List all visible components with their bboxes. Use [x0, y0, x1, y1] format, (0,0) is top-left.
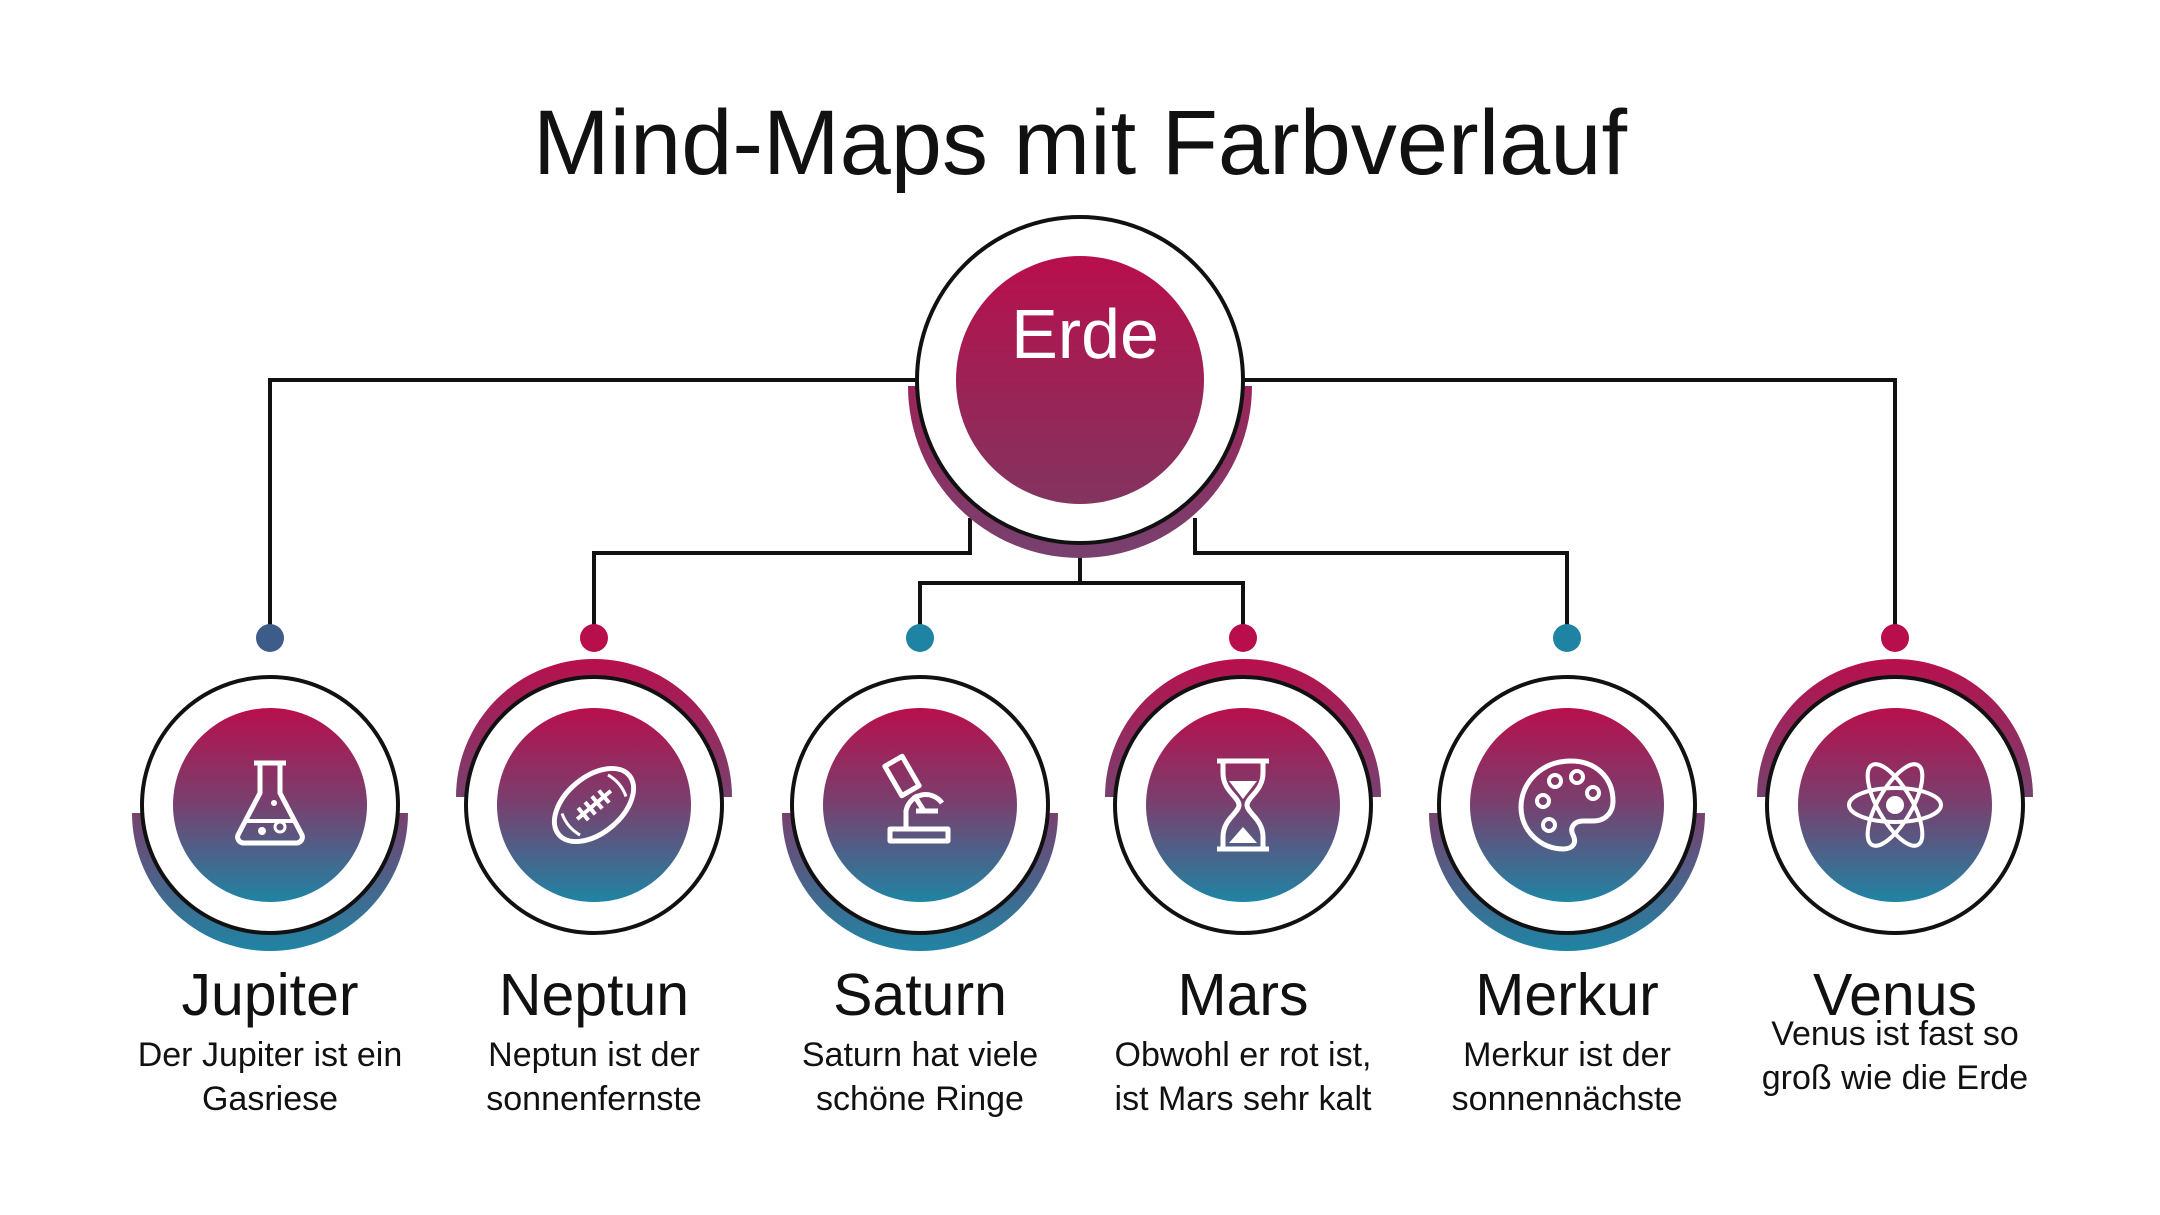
- palette-icon: [1518, 758, 1616, 852]
- connector-dot-saturn: [906, 624, 934, 652]
- child-title-venus: Venus: [1812, 962, 1978, 1028]
- child-arc-neptun: [456, 659, 732, 797]
- child-desc-jupiter: Der Jupiter ist ein Gasriese: [137, 1036, 403, 1118]
- child-node-jupiter: [132, 624, 408, 951]
- flask-icon: [235, 760, 305, 846]
- football-icon: [551, 765, 637, 845]
- child-node-mars: [1105, 624, 1381, 935]
- connector-dot-venus: [1881, 624, 1909, 652]
- child-node-neptun: [456, 624, 732, 935]
- child-arc-venus: [1757, 659, 2033, 797]
- child-desc-neptun: Neptun ist der sonnenfernste: [486, 1036, 702, 1118]
- child-arc-saturn: [782, 813, 1058, 951]
- child-desc-merkur: Merkur ist der sonnennächste: [1451, 1036, 1683, 1118]
- child-desc-saturn: Saturn hat viele schöne Ringe: [801, 1036, 1039, 1118]
- child-desc-venus: Venus ist fast so groß wie die Erde: [1761, 1015, 2029, 1097]
- center-inner-circle: [956, 256, 1204, 504]
- child-desc-mars: Obwohl er rot ist, ist Mars sehr kalt: [1114, 1036, 1372, 1118]
- hourglass-icon: [1217, 758, 1269, 852]
- connector-dot-jupiter: [256, 624, 284, 652]
- connector-venus: [1238, 378, 1897, 625]
- connector-merkur: [1193, 518, 1569, 625]
- child-inner-circle-mars: [1146, 708, 1340, 902]
- child-arc-mars: [1105, 659, 1381, 797]
- child-inner-circle-merkur: [1470, 708, 1664, 902]
- child-title-mars: Mars: [1177, 962, 1309, 1028]
- child-node-saturn: [782, 624, 1058, 951]
- center-label: Erde: [1011, 295, 1159, 373]
- child-arc-jupiter: [132, 813, 408, 951]
- connector-jupiter: [268, 378, 922, 625]
- child-nodes: [132, 624, 2033, 951]
- child-node-venus: [1757, 624, 2033, 935]
- page-title: Mind-Maps mit Farbverlauf: [532, 92, 1628, 194]
- connector-dot-neptun: [580, 624, 608, 652]
- child-inner-circle-jupiter: [173, 708, 367, 902]
- connector-lines: [268, 378, 1897, 625]
- child-title-neptun: Neptun: [498, 962, 690, 1028]
- center-node: [908, 215, 1252, 558]
- connector-saturn-mars: [918, 555, 1245, 625]
- connector-dot-mars: [1229, 624, 1257, 652]
- connector-neptun: [592, 518, 972, 625]
- connector-dot-merkur: [1553, 624, 1581, 652]
- child-title-merkur: Merkur: [1475, 962, 1659, 1028]
- child-title-saturn: Saturn: [833, 962, 1007, 1028]
- atom-icon: [1847, 762, 1943, 848]
- child-title-jupiter: Jupiter: [181, 962, 359, 1028]
- child-arc-merkur: [1429, 813, 1705, 951]
- child-node-merkur: [1429, 624, 1705, 951]
- microscope-icon: [882, 753, 951, 844]
